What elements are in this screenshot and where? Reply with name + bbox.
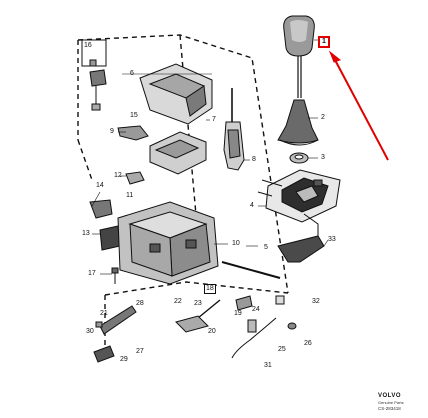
gear-knob <box>283 15 315 98</box>
callout-21: 21 <box>100 310 108 317</box>
callout-28: 28 <box>136 300 144 307</box>
callout-31: 31 <box>264 362 272 369</box>
shift-gate-panel <box>257 169 341 223</box>
callout-11: 11 <box>126 192 134 199</box>
callout-24: 24 <box>252 306 260 313</box>
callout-12: 12 <box>114 172 122 179</box>
callout-3: 3 <box>321 154 325 161</box>
callout-10: 10 <box>232 240 240 247</box>
diagram-reference: CS-283418 <box>378 406 401 411</box>
callout-1-highlighted: 1 <box>318 36 330 48</box>
callout-5: 5 <box>264 244 268 251</box>
brand-logo-text: VOLVO <box>378 393 402 399</box>
callout-6: 6 <box>130 70 134 77</box>
bushing <box>289 152 309 164</box>
linkage-lever <box>117 125 149 141</box>
callout-25: 25 <box>278 346 286 353</box>
callout-27: 27 <box>136 348 144 355</box>
highlight-arrow <box>328 50 389 161</box>
main-housing <box>117 201 219 285</box>
callout-26: 26 <box>304 340 312 347</box>
callout-7: 7 <box>212 116 216 123</box>
callout-13: 13 <box>82 230 90 237</box>
pin-assembly <box>89 59 107 111</box>
callout-19: 19 <box>234 310 242 317</box>
callout-20: 20 <box>208 328 216 335</box>
callout-15: 15 <box>130 112 138 119</box>
brand-subtitle: Genuine Parts <box>378 400 404 405</box>
callout-16: 16 <box>84 42 92 49</box>
cable-parts <box>175 261 297 333</box>
leader-lines <box>91 39 329 275</box>
callout-18: 18 <box>204 284 216 294</box>
callout-17: 17 <box>88 270 96 277</box>
shift-cable <box>197 299 277 359</box>
callout-32: 32 <box>312 298 320 305</box>
callout-23: 23 <box>194 300 202 307</box>
upper-housing-cover <box>139 63 213 125</box>
lower-arm <box>93 305 137 363</box>
mount-brackets <box>89 171 145 251</box>
callout-4: 4 <box>250 202 254 209</box>
callout-30: 30 <box>86 328 94 335</box>
callout-2: 2 <box>321 114 325 121</box>
callout-29: 29 <box>120 356 128 363</box>
callout-14: 14 <box>96 182 104 189</box>
callout-box-16 <box>81 39 107 67</box>
callout-22: 22 <box>174 298 182 305</box>
bolt <box>111 267 119 284</box>
callout-9: 9 <box>110 128 114 135</box>
selector-bracket <box>277 213 325 263</box>
control-module <box>149 131 207 175</box>
callout-33: 33 <box>328 236 336 243</box>
callout-8: 8 <box>252 156 256 163</box>
shift-lever-rod <box>223 88 245 171</box>
gear-boot <box>277 99 319 146</box>
